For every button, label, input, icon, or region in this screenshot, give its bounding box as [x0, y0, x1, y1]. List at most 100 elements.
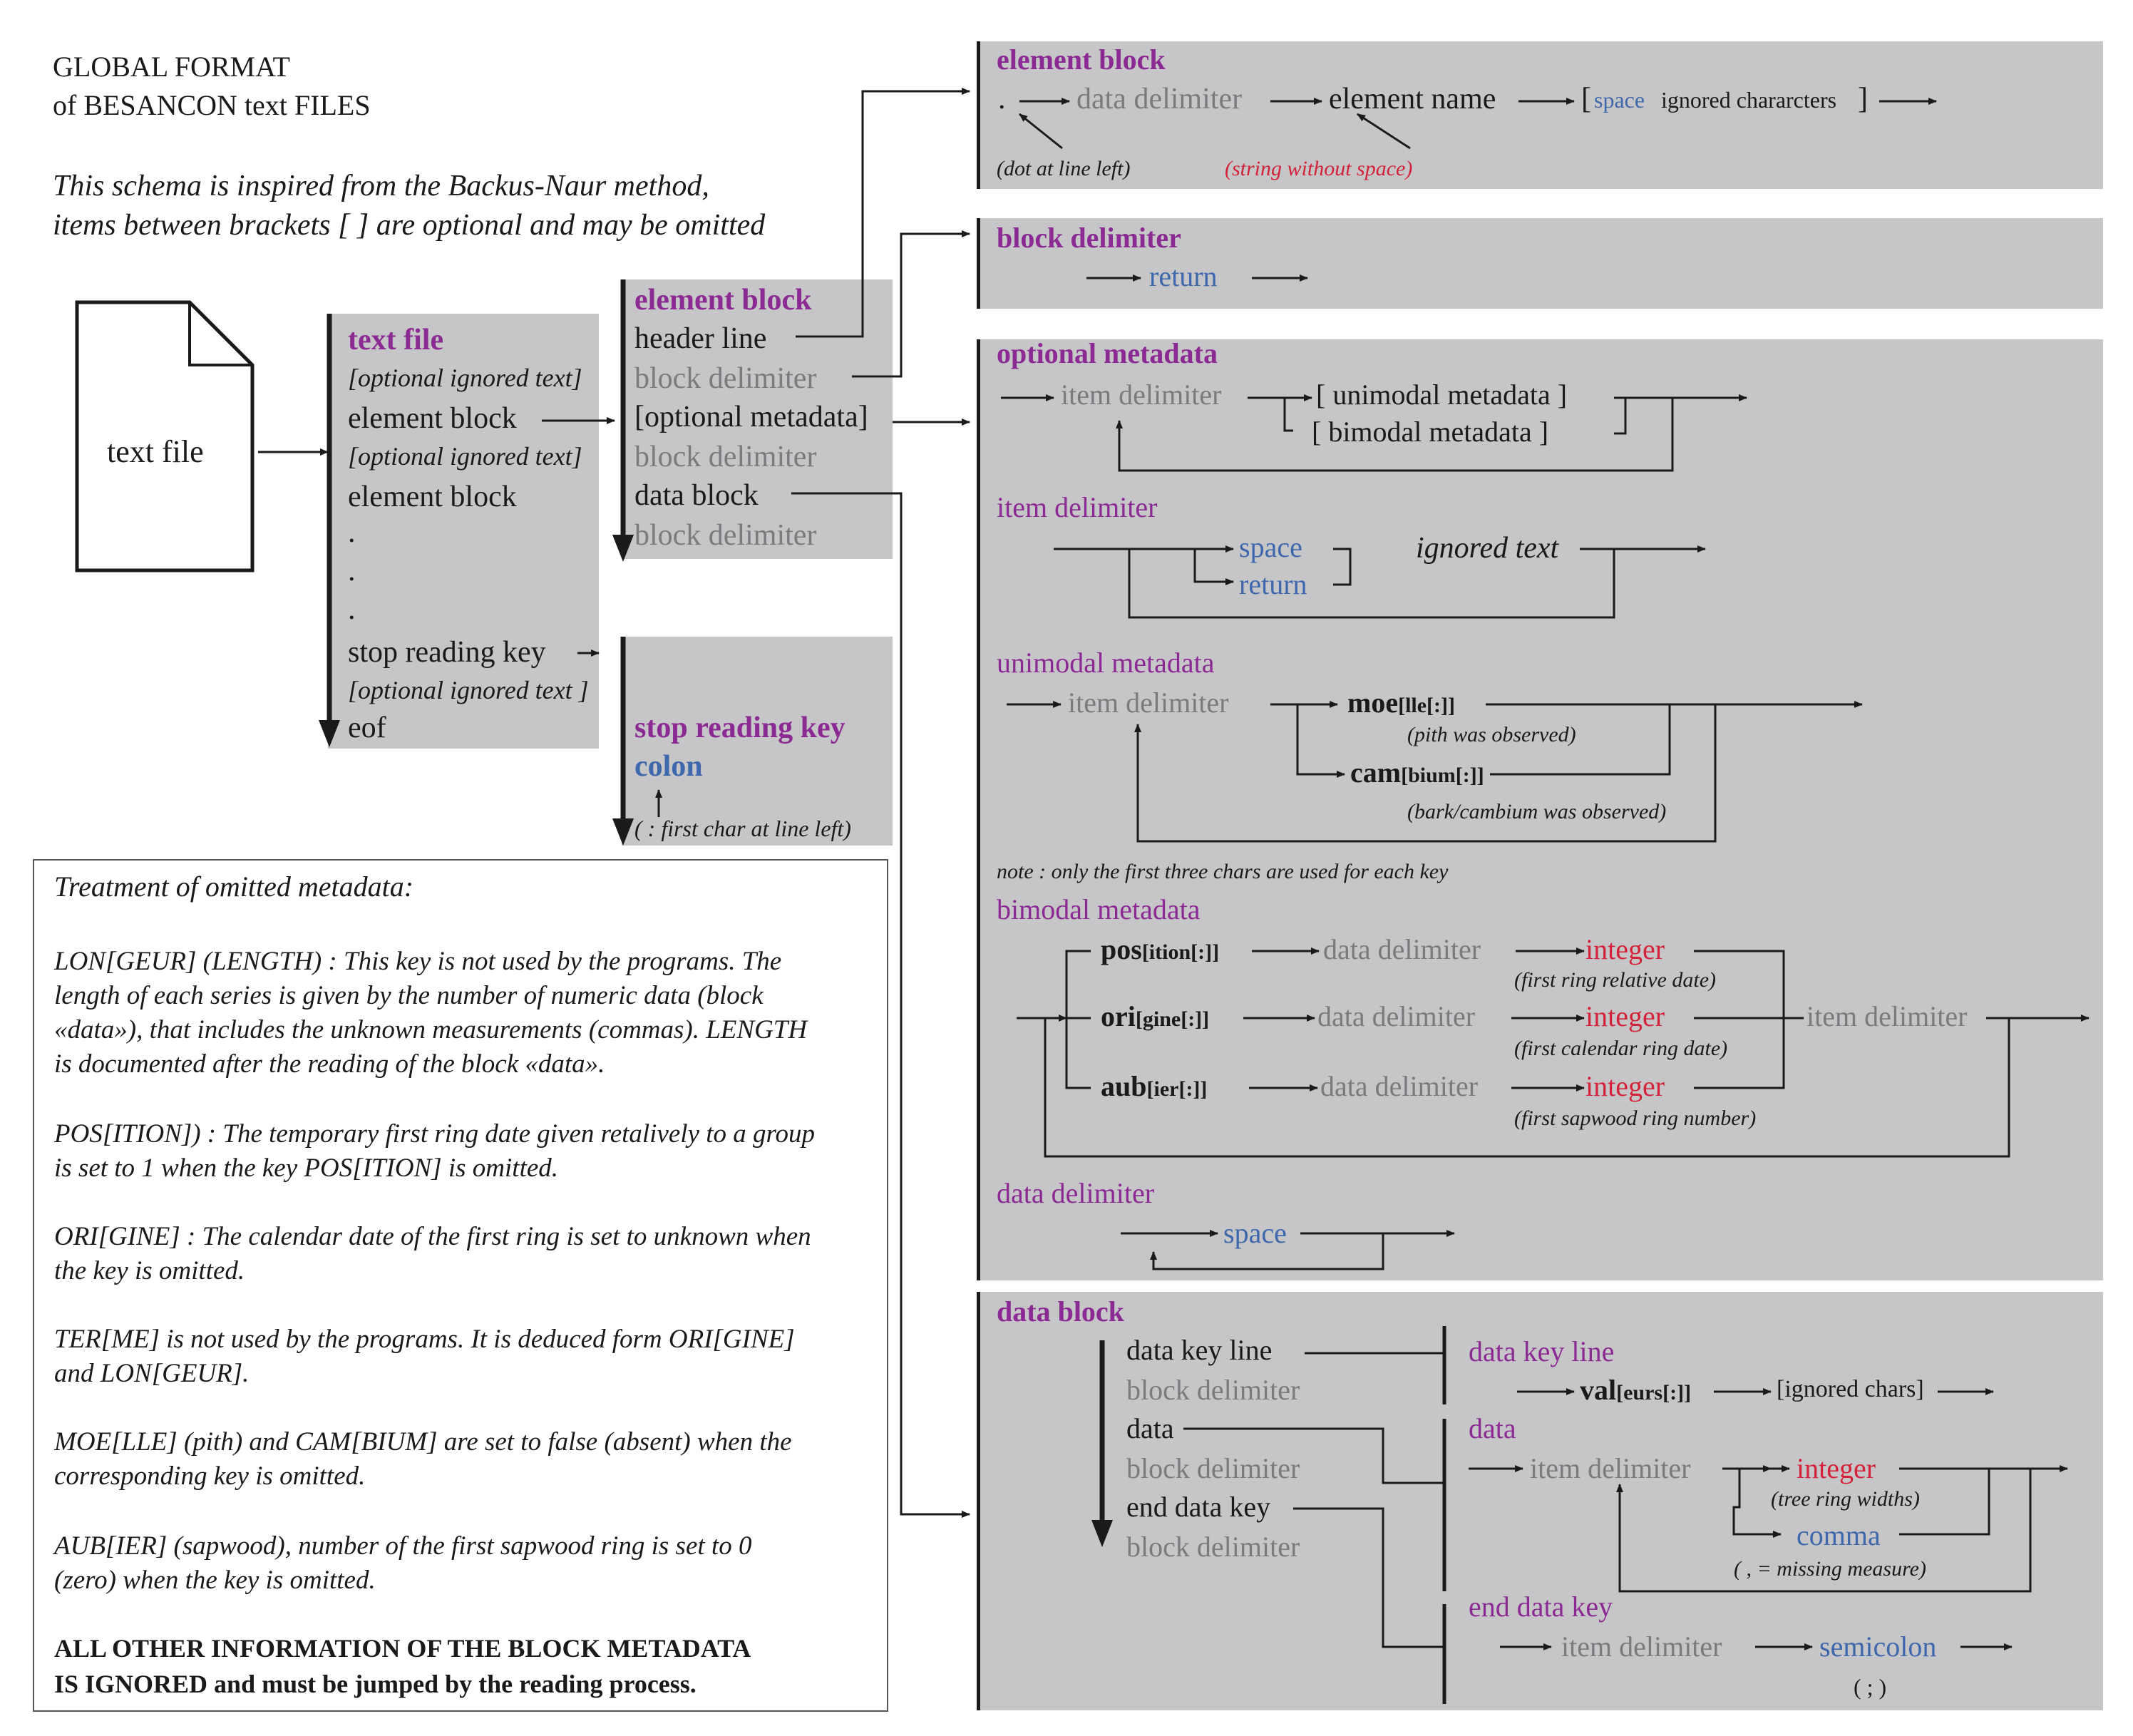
omitted-p1-l4: is documented after the reading of the b…	[54, 1049, 605, 1079]
tf-item-5: .	[348, 555, 356, 587]
tf-item-1: element block	[348, 402, 517, 435]
tf-item-9: eof	[348, 712, 386, 744]
r-data-block-edge	[977, 1292, 980, 1710]
r-eb-space: space	[1594, 87, 1645, 113]
tf-item-8: [optional ignored text ]	[348, 676, 589, 704]
r-bm-ori-note: (first calendar ring date)	[1514, 1037, 1728, 1060]
eb-item-1: block delimiter	[634, 362, 817, 395]
r-bm-dd-2: data delimiter	[1317, 1000, 1476, 1032]
r-optional-title: optional metadata	[997, 337, 1218, 369]
r-note: note : only the first three chars are us…	[997, 860, 1449, 883]
tf-item-6: .	[348, 593, 356, 626]
r-db-item-delimiter: item delimiter	[1530, 1452, 1691, 1484]
r-db-item-0: data key line	[1126, 1334, 1273, 1366]
r-id-space: space	[1239, 531, 1302, 563]
r-db-data-title: data	[1469, 1412, 1516, 1444]
omitted-p4-l1: TER[ME] is not used by the programs. It …	[54, 1325, 795, 1354]
r-om-item-delimiter: item delimiter	[1061, 379, 1222, 411]
pos-rest: [ition[:]]	[1141, 940, 1220, 964]
r-eb-note-dot: (dot at line left)	[997, 157, 1131, 180]
r-bm-aub-note: (first sapwood ring number)	[1514, 1106, 1757, 1130]
document-icon-label: text file	[107, 434, 204, 469]
stop-key-title: stop reading key	[634, 712, 846, 744]
r-um-item-delimiter: item delimiter	[1068, 687, 1229, 719]
element-block-title: element block	[634, 284, 812, 317]
omitted-p1-l3: «data»), that includes the unknown measu…	[54, 1015, 808, 1044]
title-line-2: of BESANCON text FILES	[53, 89, 371, 121]
r-element-block-edge	[977, 41, 980, 189]
r-db-comma: comma	[1797, 1519, 1881, 1551]
cam-rest: [bium[:]]	[1401, 764, 1484, 787]
text-file-panel	[328, 314, 599, 749]
r-eb-bracket-open: [	[1581, 83, 1591, 115]
document-icon: text file	[107, 436, 204, 468]
eb-item-4: data block	[634, 479, 759, 512]
eb-item-5: block delimiter	[634, 519, 817, 552]
r-um-moe: moe[lle[:]]	[1347, 689, 1455, 717]
r-item-delimiter-title: item delimiter	[997, 491, 1158, 523]
aub-rest: [ier[:]]	[1146, 1077, 1208, 1101]
r-db-item-5: block delimiter	[1126, 1531, 1300, 1563]
r-bd-return: return	[1149, 260, 1218, 292]
omitted-p3-l2: the key is omitted.	[54, 1256, 245, 1285]
r-eb-note-string: (string without space)	[1225, 157, 1413, 180]
ori-rest: [gine[:]]	[1135, 1007, 1210, 1031]
r-bm-pos: pos[ition[:]]	[1101, 935, 1219, 964]
r-db-comma-note: ( , = missing measure)	[1734, 1557, 1926, 1581]
r-db-integer-note: (tree ring widths)	[1771, 1487, 1920, 1511]
tf-item-3: element block	[348, 481, 517, 513]
r-block-delimiter-edge	[977, 218, 980, 309]
r-data-block-title: data block	[997, 1295, 1124, 1327]
r-eb-dot: .	[998, 83, 1006, 115]
intro-line-2: items between brackets [ ] are optional …	[53, 209, 766, 242]
r-data-delimiter-title: data delimiter	[997, 1177, 1155, 1209]
text-file-title: text file	[348, 324, 444, 356]
r-db-ignored: [ignored chars]	[1777, 1376, 1924, 1402]
omitted-p6-l2: (zero) when the key is omitted.	[54, 1566, 376, 1595]
tf-item-0: [optional ignored text]	[348, 364, 582, 392]
r-um-cam-note: (bark/cambium was observed)	[1407, 800, 1667, 823]
r-om-bimodal: [ bimodal metadata ]	[1312, 416, 1549, 448]
r-bm-aub: aub[ier[:]]	[1101, 1072, 1207, 1101]
aub-key: aub	[1101, 1070, 1147, 1102]
r-bm-item-delimiter: item delimiter	[1806, 1000, 1968, 1032]
eb-item-0: header line	[634, 322, 767, 355]
r-block-delimiter-title: block delimiter	[997, 222, 1181, 254]
r-eb-data-delimiter: data delimiter	[1076, 83, 1243, 115]
stop-reading-key-panel	[622, 637, 893, 846]
r-db-dkl-title: data key line	[1469, 1335, 1615, 1367]
intro-line-1: This schema is inspired from the Backus-…	[53, 170, 709, 202]
omitted-p7-l2: IS IGNORED and must be jumped by the rea…	[54, 1670, 697, 1698]
tf-item-7: stop reading key	[348, 636, 546, 669]
tf-item-2: [optional ignored text]	[348, 442, 582, 471]
r-db-semicolon: semicolon	[1819, 1630, 1937, 1663]
r-bimodal-title: bimodal metadata	[997, 893, 1201, 925]
r-db-end-item-delimiter: item delimiter	[1561, 1630, 1722, 1663]
omitted-p4-l2: and LON[GEUR].	[54, 1359, 250, 1388]
r-db-semicolon-sym: ( ; )	[1854, 1674, 1887, 1700]
val-rest: [eurs[:]]	[1616, 1381, 1692, 1404]
r-om-unimodal: [ unimodal metadata ]	[1316, 379, 1568, 411]
eb-item-3: block delimiter	[634, 441, 817, 473]
stop-key-value: colon	[634, 750, 703, 783]
omitted-p1-l1: LON[GEUR] (LENGTH) : This key is not use…	[54, 947, 782, 976]
r-bm-dd-3: data delimiter	[1320, 1070, 1479, 1102]
moe-key: moe	[1347, 687, 1399, 719]
r-um-moe-note: (pith was observed)	[1407, 723, 1576, 746]
r-bm-pos-note: (first ring relative date)	[1514, 968, 1717, 992]
r-bm-int-1: integer	[1585, 933, 1665, 965]
omitted-p2-l2: is set to 1 when the key POS[ITION] is o…	[54, 1154, 559, 1183]
cam-key: cam	[1350, 756, 1402, 789]
omitted-p2-l1: POS[ITION]) : The temporary first ring d…	[54, 1119, 816, 1149]
val-key: val	[1580, 1374, 1617, 1406]
r-id-return: return	[1239, 568, 1307, 600]
omitted-p5-l2: corresponding key is omitted.	[54, 1462, 366, 1491]
r-block-delimiter-panel	[977, 218, 2103, 309]
r-db-item-2: data	[1126, 1412, 1174, 1444]
r-optional-metadata-panel	[977, 339, 2103, 1280]
omitted-p3-l1: ORI[GINE] : The calendar date of the fir…	[54, 1222, 811, 1251]
stop-key-note: ( : first char at line left)	[634, 816, 851, 841]
omitted-p7-l1: ALL OTHER INFORMATION OF THE BLOCK METAD…	[54, 1634, 751, 1663]
